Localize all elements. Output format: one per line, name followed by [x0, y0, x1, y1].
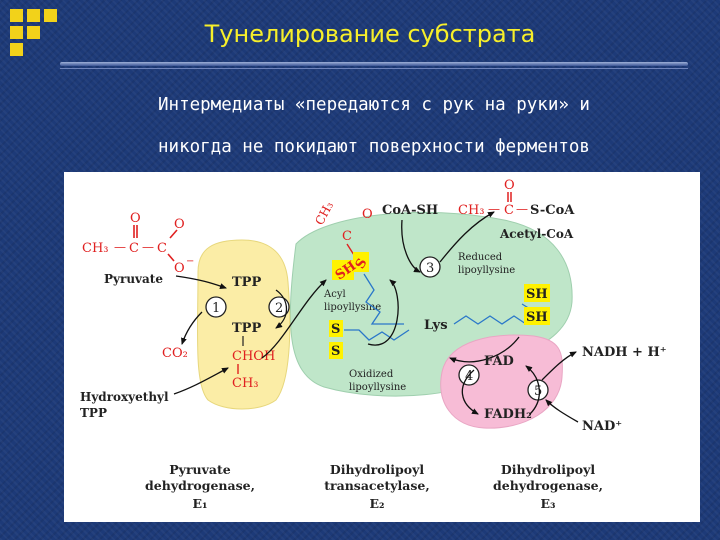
arrow-oxidized-to-acyl	[367, 279, 399, 346]
co2-label: CO₂	[162, 346, 188, 361]
nadh-label: NADH + H⁺	[582, 345, 667, 360]
e3-blob	[440, 334, 563, 429]
hydroxyethyl-label-1: Hydroxyethyl	[80, 390, 169, 404]
step-1-number: 1	[212, 301, 220, 316]
arrow-pyruvate-in	[175, 275, 227, 289]
fadh2-label: FADH₂	[484, 407, 532, 422]
acyl-ch3: CH₃	[312, 199, 336, 227]
sh2-label: SH	[526, 310, 548, 325]
acetylcoa-c: C	[504, 203, 514, 218]
enzyme-e1-line1: Pyruvate	[169, 462, 230, 477]
sh1-label: SH	[526, 287, 548, 302]
acyl-sh-highlight	[332, 260, 354, 280]
lipoyl-arm-oxidized	[344, 329, 410, 341]
step-1-circle	[205, 296, 227, 318]
oxidized-lipoyl-label-2: lipoyllysine	[349, 382, 406, 393]
enzyme-e3-line2: dehydrogenase,	[493, 478, 603, 493]
pyruvate-c1: C	[129, 241, 139, 256]
pyruvate-bond	[167, 253, 175, 262]
sh2-highlight	[524, 307, 550, 325]
arrow-fad-to-fadh2	[461, 369, 479, 415]
acetylcoa-label: Acetyl-CoA	[499, 227, 574, 241]
acyl-bond	[346, 243, 355, 256]
nad-label: NAD⁺	[582, 419, 622, 434]
pyruvate-label: Pyruvate	[104, 272, 163, 286]
title-underline-thin	[60, 68, 688, 69]
acyl-lipoyl-label-2: lipoyllysine	[324, 302, 381, 313]
tpp-top: TPP	[232, 275, 261, 290]
acyl-c: C	[342, 229, 352, 244]
sh1-highlight	[524, 284, 550, 302]
reduced-lipoyl-label-1: Reduced	[458, 252, 503, 263]
acetylcoa-ch3: CH₃	[458, 203, 485, 218]
acetylcoa-o: O	[504, 178, 515, 193]
enzyme-e2-line3: E₂	[369, 496, 384, 511]
ox-s2-highlight	[329, 342, 343, 359]
ox-s1-highlight	[329, 320, 343, 337]
lipoyl-arm-acyl	[363, 273, 404, 325]
arrow-e2-cycle	[449, 336, 520, 364]
title-underline	[60, 62, 688, 66]
arrow-nad-in	[545, 399, 579, 423]
step-2-number: 2	[275, 301, 283, 316]
pyruvate-c2: C	[157, 241, 167, 256]
choh-ch3: CH₃	[232, 376, 259, 391]
pyruvate-o-minus: O	[174, 261, 185, 276]
arrow-step2	[275, 289, 288, 329]
arrow-nadh-out	[541, 351, 577, 381]
arrow-coa-in	[401, 219, 421, 273]
pyruvate-dash-1: —	[114, 240, 126, 254]
logo-squares	[10, 9, 70, 69]
enzyme-e2-line2: transacetylase,	[324, 478, 429, 493]
arrow-acetylcoa-out	[439, 211, 495, 263]
pdh-complex-diagram: O O CH₃ — C — C O − Pyruvate TPP TPP CHO…	[80, 178, 667, 511]
acetylcoa-dash-1: —	[488, 202, 500, 216]
enzyme-e3-line1: Dihydrolipoyl	[501, 462, 595, 477]
subtitle-line-1: Интермедиаты «передаются с рук на руки» …	[158, 95, 590, 115]
acetylcoa-dash-2: —	[516, 202, 528, 216]
pyruvate-bond	[169, 229, 178, 239]
oxidized-lipoyl-label-1: Oxidized	[349, 369, 394, 380]
tpp-bottom: TPP	[232, 321, 261, 336]
arrow-hydroxyethyl	[173, 367, 229, 395]
diagram-panel: O O CH₃ — C — C O − Pyruvate TPP TPP CHO…	[64, 172, 700, 522]
reduced-lipoyl-label-2: lipoyllysine	[458, 265, 515, 276]
pyruvate-minus: −	[186, 256, 194, 267]
enzyme-e1-line2: dehydrogenase,	[145, 478, 255, 493]
subtitle-line-2: никогда не покидают поверхности ферменто…	[158, 137, 590, 157]
acyl-s-highlight	[353, 252, 369, 272]
fad-label: FAD	[484, 354, 514, 369]
pyruvate-ch3: CH₃	[82, 241, 109, 256]
enzyme-e3-line3: E₃	[540, 496, 555, 511]
ox-s2: S	[331, 344, 340, 359]
step-2-circle	[268, 296, 290, 318]
acyl-o: O	[362, 207, 373, 222]
step-3-number: 3	[426, 261, 434, 276]
arrow-to-acyl	[261, 279, 327, 359]
acyl-lipoyl-label-1: Acyl	[323, 289, 346, 300]
lys-label: Lys	[424, 318, 448, 333]
acetylcoa-scoa: S-CoA	[530, 203, 575, 218]
arrow-co2-out	[181, 311, 203, 345]
step-5-number: 5	[534, 384, 542, 399]
choh: CHOH	[232, 349, 275, 364]
pyruvate-o-top: O	[130, 211, 141, 226]
pyruvate-dash-2: —	[142, 240, 154, 254]
ox-s1: S	[331, 322, 340, 337]
enzyme-e1-line3: E₁	[192, 496, 207, 511]
enzyme-e2-line1: Dihydrolipoyl	[330, 462, 424, 477]
coa-sh-label: CoA-SH	[382, 203, 438, 218]
step-4-number: 4	[465, 369, 473, 384]
slide-title: Тунелирование субстрата	[204, 20, 536, 48]
hydroxyethyl-label-2: TPP	[80, 406, 107, 420]
arrow-fadh2-to-fad	[525, 365, 540, 415]
pyruvate-o-right: O	[174, 217, 185, 232]
